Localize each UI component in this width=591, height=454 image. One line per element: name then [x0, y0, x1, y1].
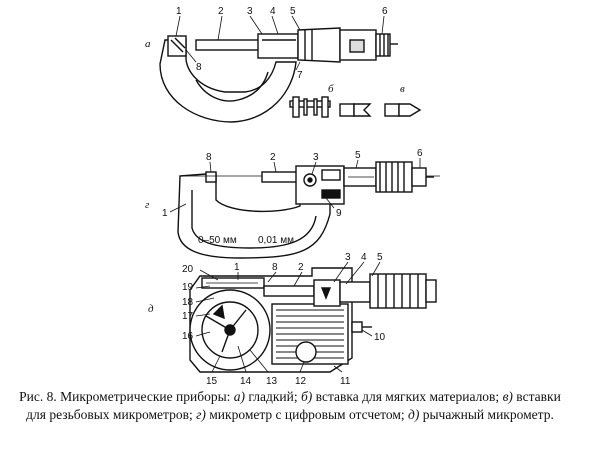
a-num-8: 8 [196, 62, 202, 73]
g-num-1: 1 [162, 208, 168, 219]
d-num-14: 14 [240, 376, 252, 387]
d-num-2: 2 [298, 262, 304, 273]
d-num-20: 20 [182, 264, 194, 275]
caption-b-letter: б) [301, 389, 313, 404]
g-num-6: 6 [417, 148, 423, 159]
a-num-2: 2 [218, 6, 224, 17]
a-num-5: 5 [290, 6, 296, 17]
d-num-16: 16 [182, 331, 194, 342]
caption-prefix: Рис. 8. Микрометрические приборы: [19, 389, 231, 404]
a-num-6: 6 [382, 6, 388, 17]
d-num-8: 8 [272, 262, 278, 273]
d-num-11: 11 [340, 376, 351, 387]
a-num-1: 1 [176, 6, 182, 17]
d-num-4: 4 [361, 252, 367, 263]
caption-a-letter: а) [233, 389, 246, 404]
part-b-label: б [328, 83, 334, 95]
caption-d-text: рычажный микрометр. [419, 407, 554, 422]
micrometer-d [189, 261, 437, 373]
part-v-label: в [400, 83, 405, 95]
part-g-label: г [145, 199, 150, 211]
caption-d-letter: д) [408, 407, 420, 422]
micrometer-g [169, 158, 440, 259]
caption-a-text: гладкий; [245, 389, 298, 404]
part-a-label: а [145, 38, 151, 50]
caption-g-letter: г) [196, 407, 206, 422]
part-d-label: д [148, 303, 154, 315]
d-num-1: 1 [234, 262, 240, 273]
g-num-8: 8 [206, 152, 212, 163]
d-num-5: 5 [377, 252, 383, 263]
d-num-18: 18 [182, 297, 194, 308]
caption-v-text: вставки для резьбовых микрометров; [26, 389, 561, 422]
d-num-13: 13 [266, 376, 278, 387]
d-num-12: 12 [295, 376, 307, 387]
caption-b-text: вставка для мягких материалов; [312, 389, 500, 404]
g-range-text: 0–50 мм [198, 235, 237, 246]
a-num-3: 3 [247, 6, 253, 17]
a-num-7: 7 [297, 70, 303, 81]
caption-v-letter: в) [502, 389, 513, 404]
micrometer-a [159, 15, 398, 123]
figure-caption: Рис. 8. Микрометрические приборы: а) гла… [10, 388, 570, 424]
d-num-19: 19 [182, 282, 194, 293]
d-num-15: 15 [206, 376, 218, 387]
d-num-3: 3 [345, 252, 351, 263]
insert-b [289, 96, 331, 118]
g-num-5: 5 [355, 150, 361, 161]
g-num-2: 2 [270, 152, 276, 163]
caption-g-text: микрометр с цифровым отсчетом; [205, 407, 405, 422]
d-num-10: 10 [374, 332, 386, 343]
g-num-9: 9 [336, 208, 342, 219]
d-num-17: 17 [182, 311, 194, 322]
g-resolution-text: 0,01 мм [258, 235, 294, 246]
g-num-3: 3 [313, 152, 319, 163]
a-num-4: 4 [270, 6, 276, 17]
inserts-v [339, 103, 422, 117]
